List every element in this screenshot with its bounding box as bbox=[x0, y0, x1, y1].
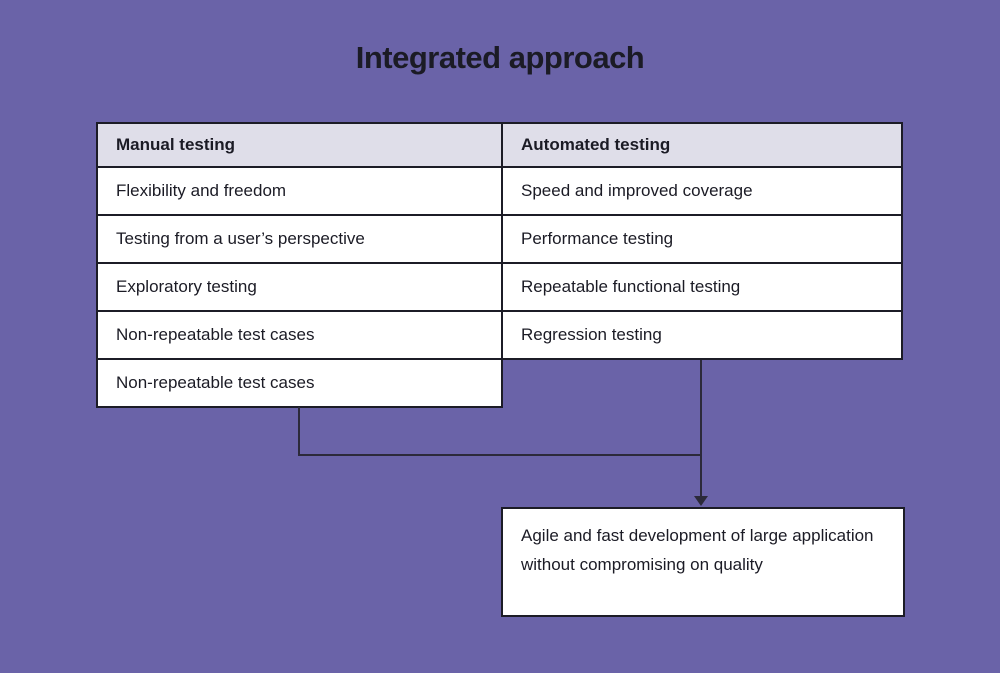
table-row: Exploratory testing Repeatable functiona… bbox=[96, 262, 903, 312]
table-row-left-only: Non-repeatable test cases bbox=[96, 358, 903, 408]
table-row: Flexibility and freedom Speed and improv… bbox=[96, 166, 903, 216]
table-cell-automated-2: Performance testing bbox=[501, 214, 903, 264]
connector-right-vertical-line bbox=[700, 360, 702, 497]
header-cell-automated-testing: Automated testing bbox=[501, 122, 903, 168]
table-cell-automated-1: Speed and improved coverage bbox=[501, 166, 903, 216]
connector-left-vertical-line bbox=[298, 407, 300, 456]
table-row: Non-repeatable test cases Regression tes… bbox=[96, 310, 903, 360]
connector-horizontal-line bbox=[298, 454, 702, 456]
table-cell-automated-3: Repeatable functional testing bbox=[501, 262, 903, 312]
comparison-table: Manual testing Automated testing Flexibi… bbox=[96, 122, 903, 408]
table-header-row: Manual testing Automated testing bbox=[96, 122, 903, 168]
table-cell-manual-1: Flexibility and freedom bbox=[96, 166, 503, 216]
result-box: Agile and fast development of large appl… bbox=[501, 507, 905, 617]
table-cell-manual-4: Non-repeatable test cases bbox=[96, 310, 503, 360]
table-cell-manual-2: Testing from a user’s perspective bbox=[96, 214, 503, 264]
header-cell-manual-testing: Manual testing bbox=[96, 122, 503, 168]
table-row: Testing from a user’s perspective Perfor… bbox=[96, 214, 903, 264]
arrow-down-icon bbox=[694, 496, 708, 506]
diagram-title: Integrated approach bbox=[355, 40, 645, 75]
table-cell-automated-4: Regression testing bbox=[501, 310, 903, 360]
table-cell-manual-5: Non-repeatable test cases bbox=[96, 358, 503, 408]
table-cell-manual-3: Exploratory testing bbox=[96, 262, 503, 312]
result-box-text: Agile and fast development of large appl… bbox=[521, 526, 874, 574]
